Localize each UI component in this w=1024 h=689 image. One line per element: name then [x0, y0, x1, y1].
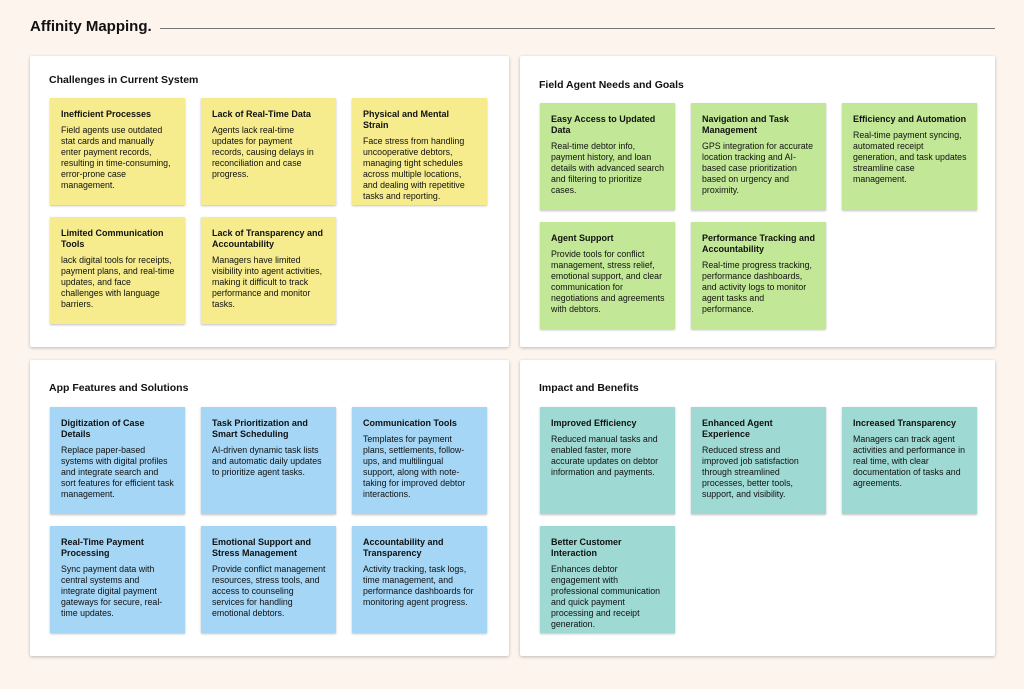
note-body: Real-time progress tracking, performance… [702, 260, 812, 314]
note-body: Agents lack real-time updates for paymen… [212, 125, 314, 179]
note-body: Provide conflict management resources, s… [212, 564, 326, 618]
panel-title: Field Agent Needs and Goals [539, 79, 684, 91]
panel-title: Impact and Benefits [539, 382, 639, 394]
note-title: Improved Efficiency [551, 418, 637, 428]
panel-title: Challenges in Current System [49, 74, 199, 86]
note-body: Enhances debtor engagement with professi… [551, 564, 661, 629]
note-title: Increased Transparency [853, 418, 957, 428]
note-body: AI-driven dynamic task lists and automat… [212, 445, 322, 477]
page-header: Affinity Mapping. [30, 18, 995, 35]
note-title: Agent Support [551, 233, 614, 243]
note-title: Better Customer Interaction [551, 537, 622, 558]
page-title: Affinity Mapping. [30, 18, 152, 35]
note-body: lack digital tools for receipts, payment… [61, 255, 175, 309]
note-title: Lack of Real-Time Data [212, 109, 311, 119]
note-body: Managers can track agent activities and … [853, 434, 965, 488]
title-divider [159, 27, 995, 29]
note-body: Reduced stress and improved job satisfac… [702, 445, 799, 499]
note-title: Communication Tools [363, 418, 457, 428]
note-title: Limited Communication Tools [61, 228, 164, 249]
note-body: Templates for payment plans, settlements… [363, 434, 466, 499]
note-body: Real-time debtor info, payment history, … [551, 141, 664, 195]
note-title: Navigation and Task Management [702, 114, 789, 135]
note-body: Field agents use outdated stat cards and… [61, 125, 171, 190]
sticky-note[interactable]: Task Prioritization and Smart Scheduling… [201, 407, 336, 514]
note-body: Managers have limited visibility into ag… [212, 255, 323, 309]
note-title: Digitization of Case Details [61, 418, 145, 439]
note-title: Inefficient Processes [61, 109, 152, 119]
panel-title: App Features and Solutions [49, 382, 189, 394]
note-title: Task Prioritization and Smart Scheduling [212, 418, 308, 439]
note-title: Lack of Transparency and Accountability [212, 228, 324, 249]
note-body: GPS integration for accurate location tr… [702, 141, 813, 195]
note-title: Easy Access to Updated Data [551, 114, 656, 135]
sticky-note[interactable]: Limited Communication Tools lack digital … [50, 217, 185, 324]
note-body: Replace paper-based systems with digital… [61, 445, 174, 499]
note-title: Enhanced Agent Experience [702, 418, 773, 439]
note-body: Provide tools for conflict management, s… [551, 249, 665, 314]
note-title: Real-Time Payment Processing [61, 537, 144, 558]
note-body: Real-time payment syncing, automated rec… [853, 130, 967, 184]
note-title: Emotional Support and Stress Management [212, 537, 311, 558]
note-body: Sync payment data with central systems a… [61, 564, 163, 618]
note-title: Physical and Mental Strain [363, 109, 450, 130]
note-title: Accountability and Transparency [363, 537, 444, 558]
note-body: Reduced manual tasks and enabled faster,… [551, 434, 659, 477]
note-title: Efficiency and Automation [853, 114, 967, 124]
note-body: Activity tracking, task logs, time manag… [363, 564, 474, 607]
note-title: Performance Tracking and Accountability [702, 233, 816, 254]
note-body: Face stress from handling uncooperative … [363, 136, 465, 201]
